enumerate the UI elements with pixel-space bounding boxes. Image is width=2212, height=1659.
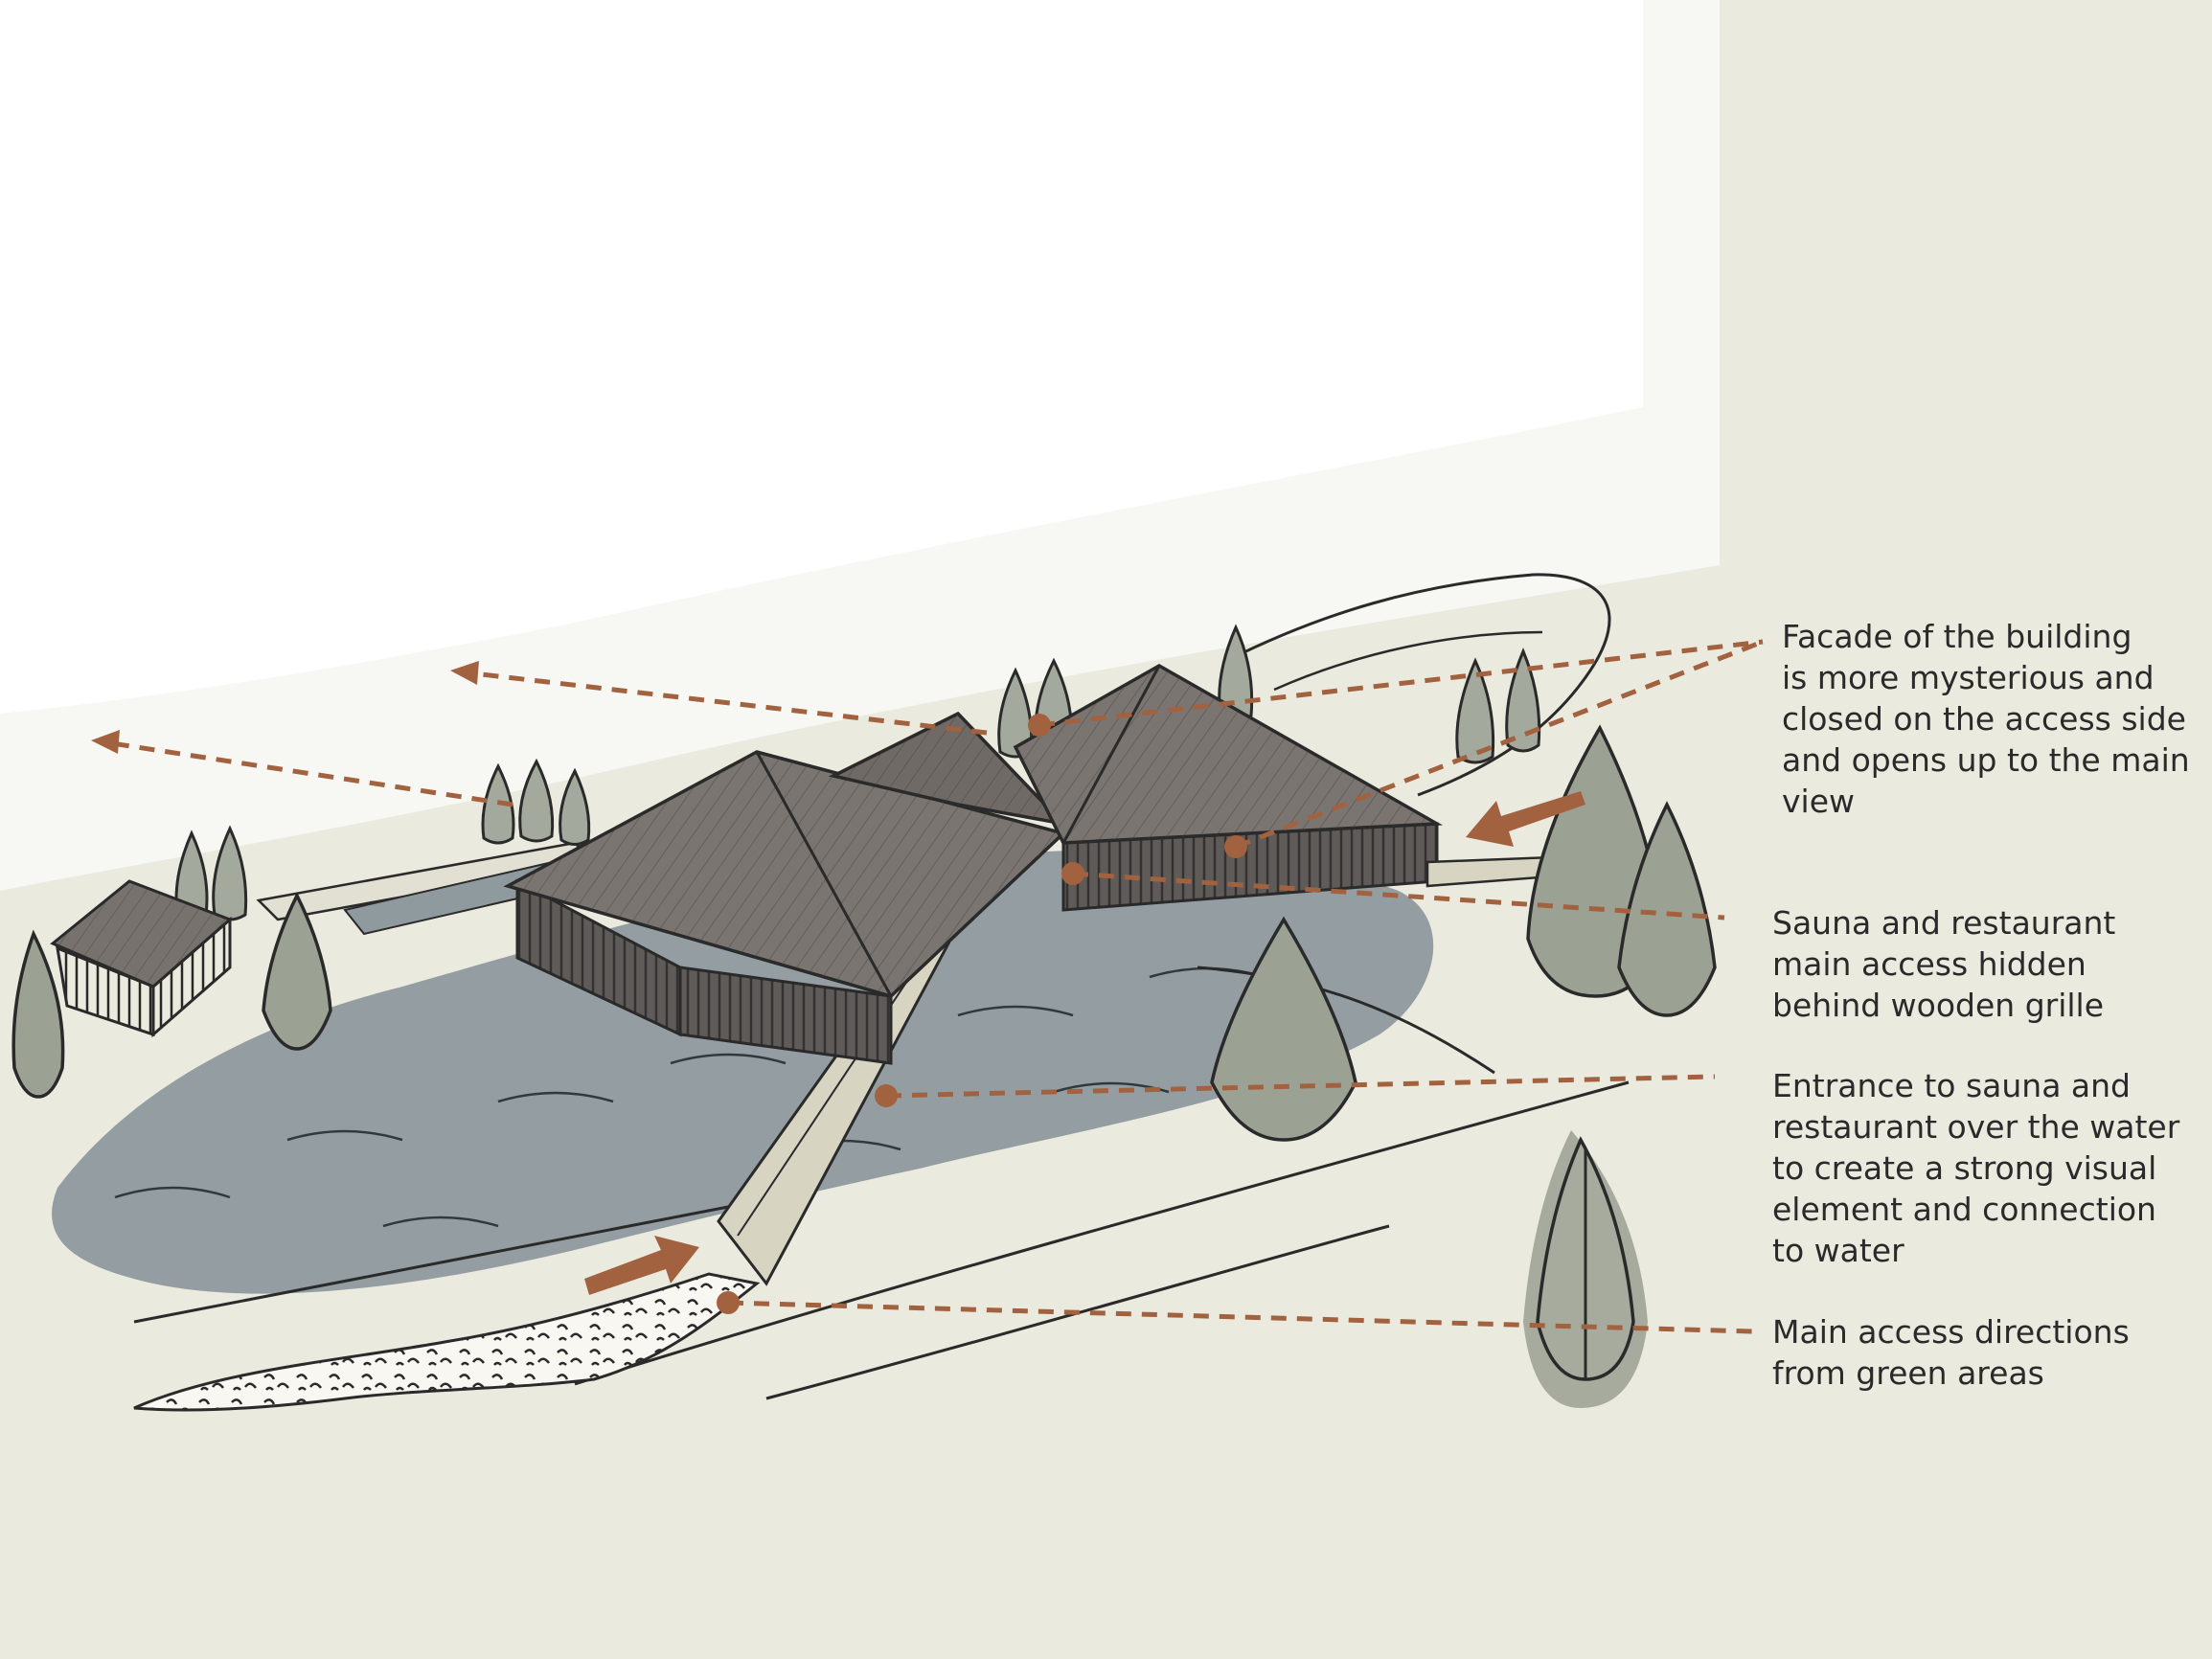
annotation-sauna-access: Sauna and restaurant main access hidden …	[1772, 902, 2115, 1026]
annotation-facade: Facade of the building is more mysteriou…	[1782, 616, 2190, 822]
annotation-entrance-water: Entrance to sauna and restaurant over th…	[1772, 1065, 2179, 1271]
annotation-main-access: Main access directions from green areas	[1772, 1311, 2130, 1394]
gravel-texture	[134, 1274, 757, 1410]
side-deck	[1427, 857, 1552, 886]
